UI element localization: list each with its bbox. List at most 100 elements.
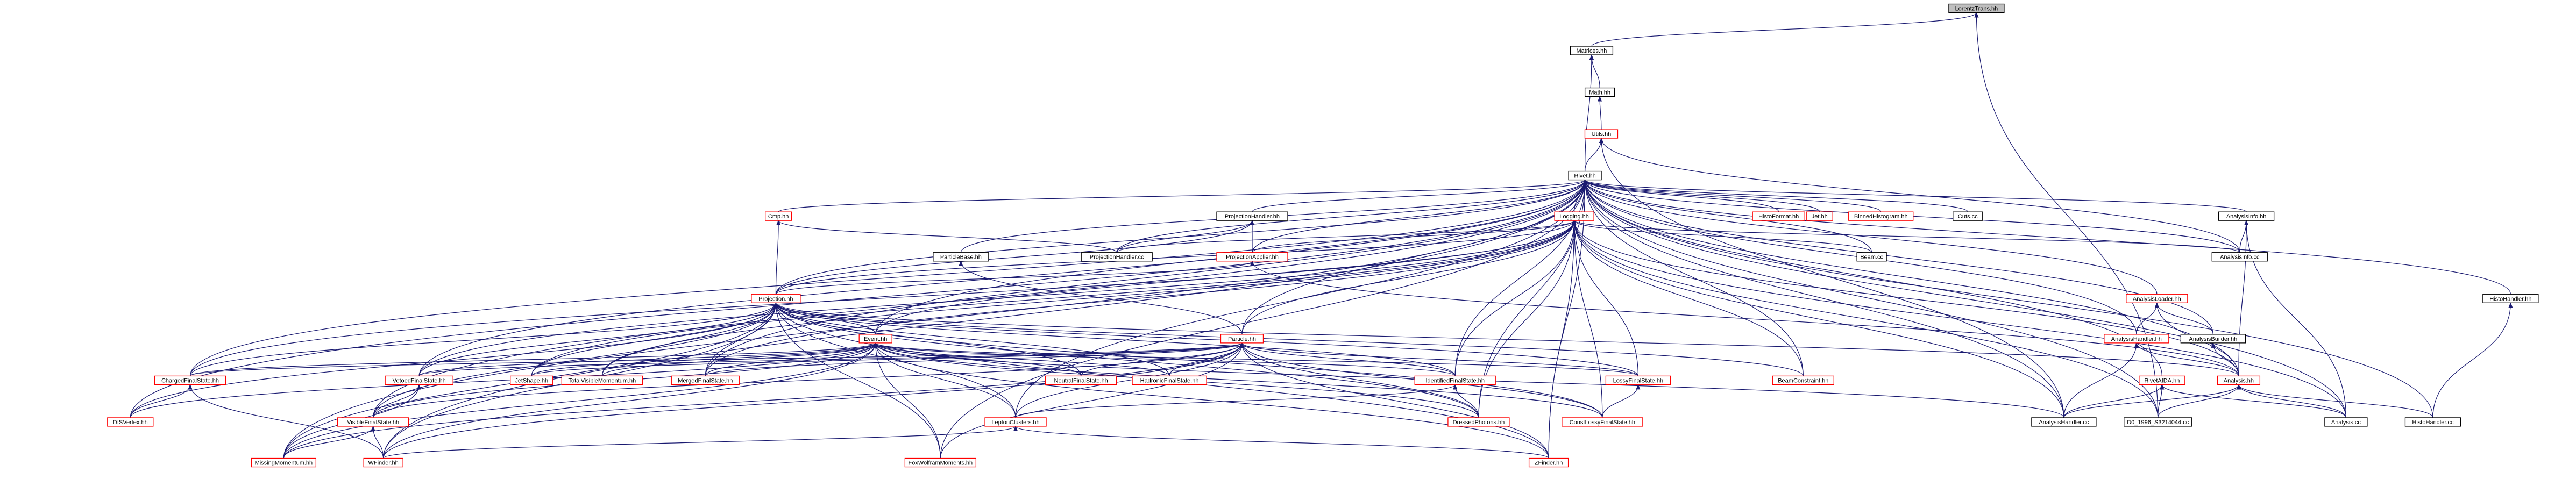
node-particle[interactable]: Particle.hh [1220,334,1264,344]
node-zfinder[interactable]: ZFinder.hh [1528,457,1569,468]
node-histohandlerh[interactable]: HistoHandler.hh [2482,294,2539,303]
node-mergedfinalstate[interactable]: MergedFinalState.hh [671,375,740,385]
node-analysishandlerh[interactable]: AnalysisHandler.hh [2104,334,2169,344]
edge-logging-identifiedfinalstate [1454,220,1577,376]
node-event[interactable]: Event.hh [858,334,892,344]
node-chargedfinalstate[interactable]: ChargedFinalState.hh [154,375,226,385]
node-foxwolfram[interactable]: FoxWolframMoments.hh [904,457,977,468]
node-logging[interactable]: Logging.hh [1554,211,1594,221]
node-projectionhandler[interactable]: ProjectionHandler.hh [1216,211,1288,221]
node-histoformat[interactable]: HistoFormat.hh [1752,211,1805,221]
node-projection[interactable]: Projection.hh [751,294,801,303]
edge-projection-leptonclusters [773,302,1016,418]
node-vetoedfinalstate[interactable]: VetoedFinalState.hh [385,375,453,385]
edge-particlebase-particle [959,260,1243,334]
node-analysisinfocc[interactable]: AnalysisInfo.cc [2211,252,2268,262]
node-box [751,294,801,303]
node-d01996[interactable]: D0_1996_S3214044.cc [2124,417,2192,427]
node-label: AnalysisHandler.cc [2039,419,2089,426]
node-neutralfinalstate[interactable]: NeutralFinalState.hh [1045,375,1117,385]
edge-rivet-projectionhandlercc [1116,179,1587,253]
node-analysish[interactable]: Analysis.hh [2217,375,2261,385]
edge-rivet-binnedhistogram [1582,179,1882,212]
node-label: Rivet.hh [1574,173,1595,180]
edge-particle-dressedphotons [1240,342,1479,418]
node-visiblefinalstate[interactable]: VisibleFinalState.hh [337,417,409,427]
node-hadronicfinalstate[interactable]: HadronicFinalState.hh [1132,375,1207,385]
edge-projection-dsvertex [130,302,778,418]
edge-analysisinfo-analysiscc [2244,220,2347,418]
edge-cmp-projection [775,220,781,295]
node-dsvertex[interactable]: DISVertex.hh [107,417,154,427]
node-box [2126,294,2188,303]
node-identifiedfinalstate[interactable]: IdentifiedFinalState.hh [1414,375,1496,385]
node-label: ProjectionHandler.cc [1090,254,1144,261]
node-binnedhistogram[interactable]: BinnedHistogram.hh [1848,211,1914,221]
node-wfinder[interactable]: WFinder.hh [363,457,403,468]
node-matrices[interactable]: Matrices.hh [1570,46,1614,55]
edge-rivet-missingmomentum [283,179,1587,459]
node-beam[interactable]: Beam.cc [1856,252,1887,262]
edge-particle-lossyfinalstate [1240,342,1638,376]
node-box [1562,417,1643,427]
node-analysishandlercc[interactable]: AnalysisHandler.cc [2031,417,2097,427]
node-label: Logging.hh [1559,213,1588,220]
edge-rivet-analysisloader [1582,179,2158,295]
node-box [1528,457,1569,468]
edge-visiblefinalstate-wfinder [371,425,384,459]
edge-visiblefinalstate-missingmomentum [283,425,375,459]
node-label: MissingMomentum.hh [255,460,313,467]
edge-logging-projection [775,220,1577,295]
node-rivetaida[interactable]: RivetAIDA.hh [2139,375,2185,385]
node-projectionhandlercc[interactable]: ProjectionHandler.cc [1081,252,1153,262]
node-box [1081,252,1153,262]
node-analysisbuilder[interactable]: AnalysisBuilder.hh [2180,334,2246,344]
node-beamconstraint[interactable]: BeamConstraint.hh [1772,375,1834,385]
node-lossyfinalstate[interactable]: LossyFinalState.hh [1605,375,1671,385]
node-analysiscc[interactable]: Analysis.cc [2324,417,2368,427]
node-rivet[interactable]: Rivet.hh [1568,170,1602,181]
edge-analysish-analysishandlercc [2063,384,2241,418]
edge-rivet-visiblefinalstate [373,179,1587,418]
node-leptonclusters[interactable]: LeptonClusters.hh [984,417,1047,427]
node-jetshape[interactable]: JetShape.hh [510,375,553,385]
node-analysisinfo[interactable]: AnalysisInfo.hh [2218,211,2275,221]
node-cmp[interactable]: Cmp.hh [765,211,792,221]
edge-leptonclusters-wfinder [383,425,1018,459]
node-dressedphotons[interactable]: DressedPhotons.hh [1447,417,1510,427]
edge-rivet-foxwolfram [940,179,1587,459]
node-histohandlercc[interactable]: HistoHandler.cc [2404,417,2461,427]
edge-logging-analysisinfocc [1572,220,2240,253]
node-cuts[interactable]: Cuts.cc [1953,211,1983,221]
node-projectionapplier[interactable]: ProjectionApplier.hh [1216,252,1288,262]
node-box [2218,211,2275,221]
node-box [1806,211,1833,221]
node-label: TotalVisibleMomentum.hh [568,377,636,384]
node-label: LorentzTrans.hh [1955,6,1998,12]
node-label: Jet.hh [1812,213,1828,220]
node-analysisloader[interactable]: AnalysisLoader.hh [2126,294,2188,303]
node-totalvisiblemomentum[interactable]: TotalVisibleMomentum.hh [561,375,643,385]
edge-event-totalvisiblemomentum [601,342,878,376]
edge-logging-projectionapplier [1252,220,1577,253]
node-jet[interactable]: Jet.hh [1806,211,1833,221]
edge-event-wfinder [383,342,878,459]
edge-rivet-cmp [778,179,1587,212]
node-particlebase[interactable]: ParticleBase.hh [933,252,989,262]
node-constlossyfinalstate[interactable]: ConstLossyFinalState.hh [1562,417,1643,427]
node-box [984,417,1047,427]
edge-analysish-analysiscc [2236,384,2347,418]
node-label: Projection.hh [758,296,793,302]
node-missingmomentum[interactable]: MissingMomentum.hh [251,457,317,468]
node-box [1216,211,1288,221]
node-box [1848,211,1914,221]
node-label: Event.hh [864,336,887,342]
edge-logging-zfinder [1548,220,1577,459]
node-label: DressedPhotons.hh [1453,419,1505,426]
node-utils[interactable]: Utils.hh [1584,129,1619,139]
node-math[interactable]: Math.hh [1584,87,1615,97]
edge-rivetaida-analysiscc [2160,384,2347,418]
node-box [765,211,792,221]
node-label: AnalysisInfo.cc [2220,254,2260,261]
node-box [1568,170,1602,181]
